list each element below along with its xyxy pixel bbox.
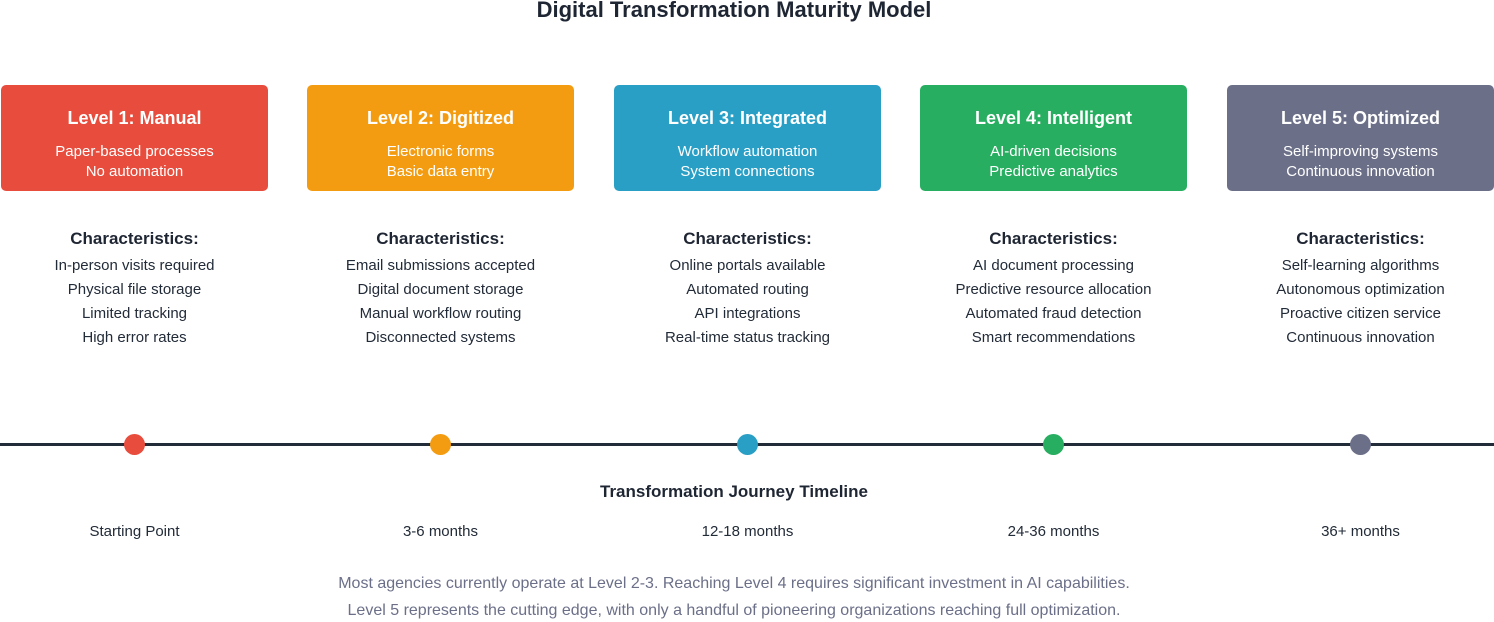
characteristic-item: Real-time status tracking <box>664 329 831 346</box>
characteristics-heading: Characteristics: <box>1296 229 1425 248</box>
level-description: Paper-based processes <box>55 143 214 160</box>
characteristic-item: Digital document storage <box>357 281 524 298</box>
characteristic-item: Continuous innovation <box>1286 329 1435 346</box>
characteristic-item: Online portals available <box>669 257 826 274</box>
level-column: Level 2: Digitized Electronic forms Basi… <box>307 0 574 622</box>
level-description: Predictive analytics <box>989 163 1118 180</box>
level-description: Electronic forms <box>386 143 495 160</box>
timeline-label: 24-36 months <box>1007 523 1100 540</box>
timeline-marker <box>1350 434 1371 455</box>
characteristic-item: Disconnected systems <box>365 329 516 346</box>
level-column: Level 3: Integrated Workflow automation … <box>614 0 881 622</box>
timeline-marker <box>430 434 451 455</box>
timeline-marker <box>1043 434 1064 455</box>
level-description: AI-driven decisions <box>990 143 1117 160</box>
level-title: Level 4: Intelligent <box>974 108 1133 128</box>
level-description: System connections <box>680 163 815 180</box>
characteristic-item: Limited tracking <box>81 305 188 322</box>
characteristic-item: Automated routing <box>686 281 809 298</box>
timeline-label: 36+ months <box>1321 523 1400 540</box>
characteristics-list: Characteristics: Email submissions accept… <box>277 229 604 350</box>
level-title: Level 5: Optimized <box>1280 108 1441 128</box>
characteristic-item: In-person visits required <box>54 257 215 274</box>
level-box: Level 5: Optimized Self-improving system… <box>1227 85 1494 191</box>
timeline-marker <box>737 434 758 455</box>
footer-note-2: Level 5 represents the cutting edge, wit… <box>347 602 1121 619</box>
characteristics-heading: Characteristics: <box>376 229 505 248</box>
characteristic-item: AI document processing <box>973 257 1134 274</box>
level-title: Level 1: Manual <box>67 108 202 128</box>
characteristic-item: Proactive citizen service <box>1280 305 1441 322</box>
level-title: Level 2: Digitized <box>366 108 515 128</box>
timeline-label: 3-6 months <box>402 523 479 540</box>
level-description: Workflow automation <box>677 143 818 160</box>
level-description: Self-improving systems <box>1282 143 1439 160</box>
level-box: Level 1: Manual Paper-based processes No… <box>1 85 268 191</box>
level-box: Level 2: Digitized Electronic forms Basi… <box>307 85 574 191</box>
characteristics-heading: Characteristics: <box>989 229 1118 248</box>
level-column: Level 4: Intelligent AI-driven decisions… <box>920 0 1187 622</box>
characteristic-item: High error rates <box>82 329 187 346</box>
characteristic-item: Manual workflow routing <box>359 305 522 322</box>
level-column: Level 5: Optimized Self-improving system… <box>1227 0 1494 622</box>
characteristic-item: Smart recommendations <box>971 329 1136 346</box>
characteristic-item: Predictive resource allocation <box>955 281 1152 298</box>
level-description: No automation <box>85 163 184 180</box>
footer-note-1: Most agencies currently operate at Level… <box>338 575 1130 592</box>
level-description: Basic data entry <box>386 163 495 180</box>
level-description: Continuous innovation <box>1286 163 1435 180</box>
characteristic-item: Self-learning algorithms <box>1281 257 1440 274</box>
characteristic-item: Autonomous optimization <box>1276 281 1445 298</box>
timeline-marker <box>124 434 145 455</box>
characteristic-item: Physical file storage <box>67 281 202 298</box>
level-title: Level 3: Integrated <box>667 108 828 128</box>
characteristic-item: API integrations <box>694 305 801 322</box>
timeline-title: Transformation Journey Timeline <box>600 482 868 501</box>
timeline-label: 12-18 months <box>701 523 794 540</box>
level-box: Level 3: Integrated Workflow automation … <box>614 85 881 191</box>
characteristics-list: Characteristics: In-person visits require… <box>0 229 298 350</box>
characteristics-list: Characteristics: Online portals available… <box>584 229 911 350</box>
level-box: Level 4: Intelligent AI-driven decisions… <box>920 85 1187 191</box>
characteristics-heading: Characteristics: <box>70 229 199 248</box>
timeline-label: Starting Point <box>89 523 180 540</box>
diagram-title: Digital Transformation Maturity Model <box>536 0 932 22</box>
level-column: Level 1: Manual Paper-based processes No… <box>1 0 268 622</box>
characteristic-item: Email submissions accepted <box>345 257 536 274</box>
characteristics-list: Characteristics: Self-learning algorithms… <box>1197 229 1494 350</box>
characteristic-item: Automated fraud detection <box>965 305 1142 322</box>
characteristics-heading: Characteristics: <box>683 229 812 248</box>
